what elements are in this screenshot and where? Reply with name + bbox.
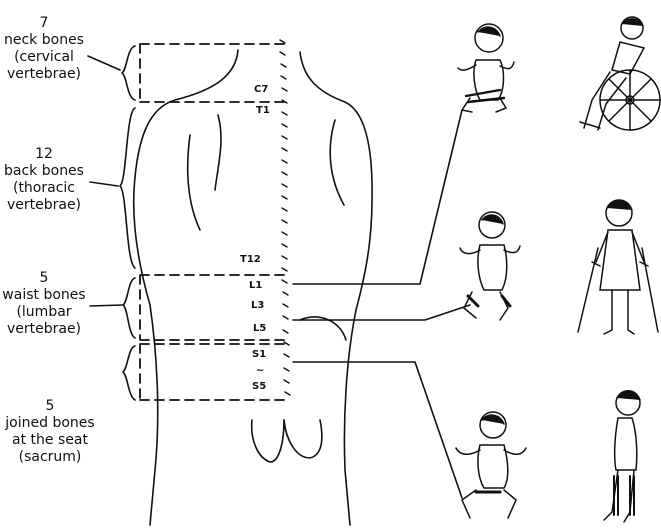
child-sitting-2 <box>459 211 521 321</box>
pointer-L1 <box>292 109 463 285</box>
vertebra-label-c7: C7 <box>254 84 269 95</box>
cervical-count: 7 <box>39 15 49 31</box>
vertebra-label-tilde: ~ <box>256 365 265 376</box>
vertebra-label-t12: T12 <box>240 254 261 265</box>
back-outline <box>132 49 239 526</box>
child-wheelchair <box>579 16 661 131</box>
cervical-box <box>139 43 291 103</box>
vertebra-label-l3: L3 <box>251 300 265 311</box>
lumbar-count: 5 <box>39 270 49 286</box>
thoracic-brace <box>119 107 136 269</box>
vertebra-label-l1: L1 <box>249 280 263 291</box>
lumbar-brace <box>122 277 136 339</box>
sacrum-count: 5 <box>45 398 55 414</box>
vertebra-label-l5: L5 <box>253 323 267 334</box>
thoracic-count: 12 <box>35 146 53 162</box>
spine-dots <box>279 39 291 396</box>
cervical-brace <box>121 45 136 101</box>
sacrum-label: 5 joined bones at the seat (sacrum) <box>0 398 102 466</box>
sacrum-brace <box>122 345 136 401</box>
pointer-S1 <box>292 361 463 499</box>
back-outline-right <box>299 51 373 526</box>
cervical-label: 7 neck bones (cervical vertebrae) <box>0 15 90 83</box>
thoracic-label: 12 back bones (thoracic vertebrae) <box>0 146 90 214</box>
vertebra-label-t1: T1 <box>256 105 270 116</box>
child-crutches <box>577 199 659 335</box>
vertebra-label-s5: S5 <box>252 381 267 392</box>
pointer-L4 <box>292 304 471 321</box>
child-sitting-1 <box>457 23 515 113</box>
lumbar-label: 5 waist bones (lumbar vertebrae) <box>0 270 90 338</box>
vertebra-label-s1: S1 <box>252 349 267 360</box>
sacrum-box <box>139 343 291 401</box>
child-leg-braces <box>603 390 641 523</box>
child-sitting-3 <box>455 411 527 519</box>
lumbar-box <box>139 274 291 341</box>
